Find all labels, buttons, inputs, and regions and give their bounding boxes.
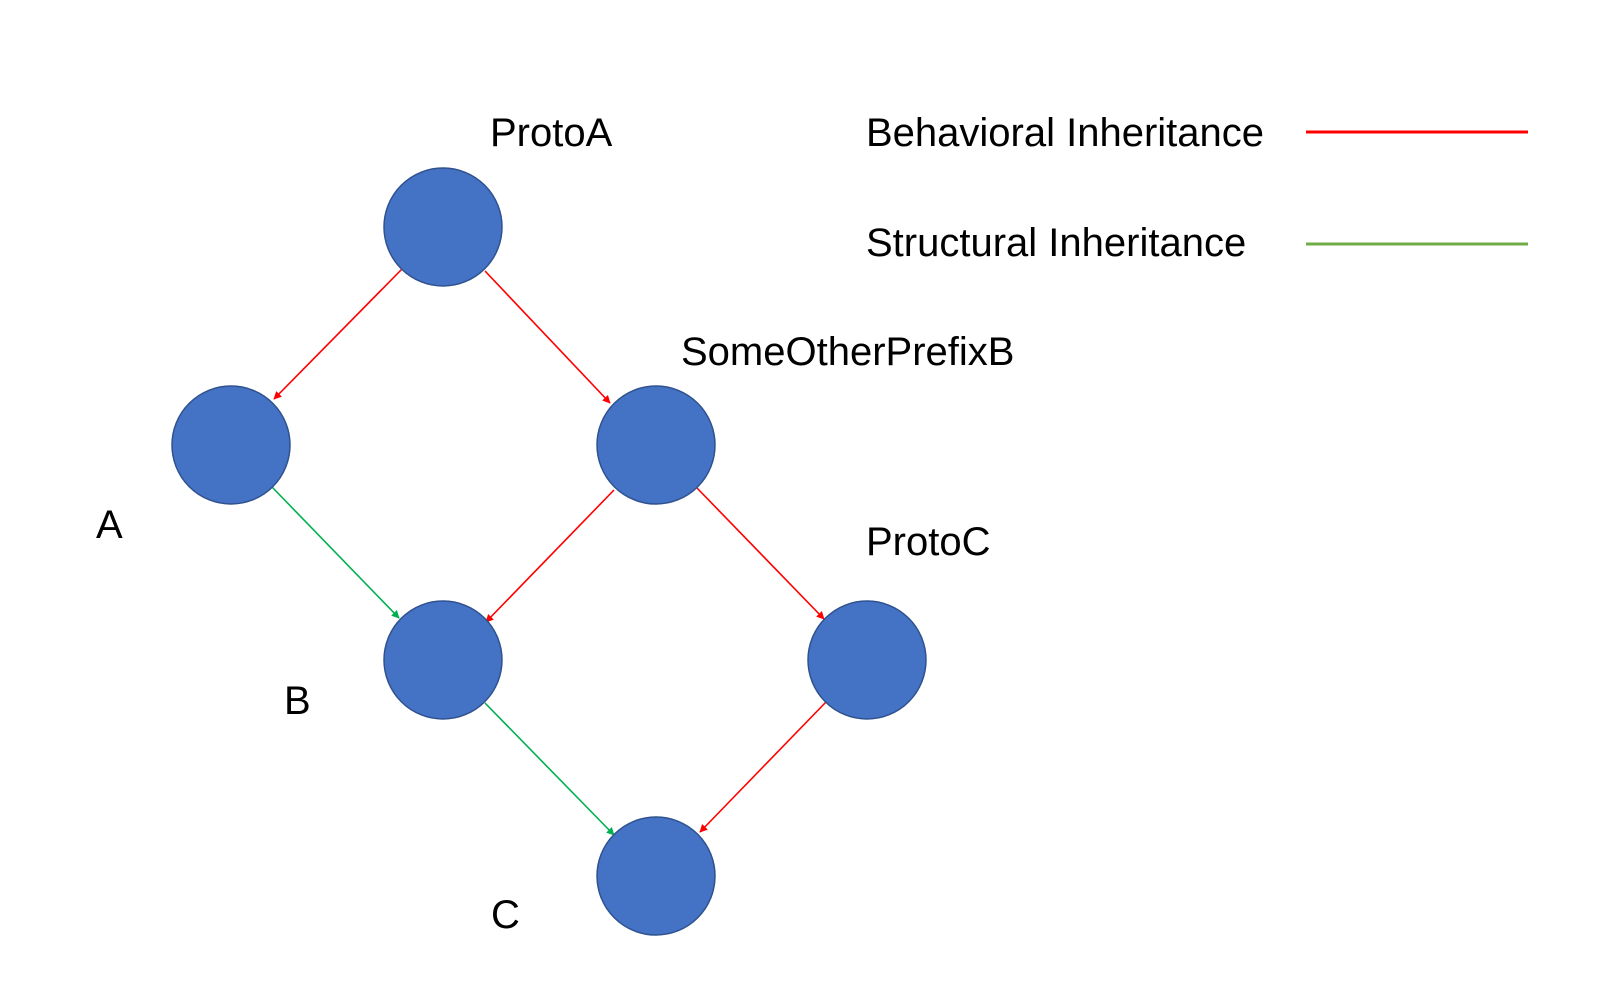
legend-structural-label: Structural Inheritance: [866, 221, 1246, 265]
node-a[interactable]: [171, 385, 291, 505]
label-a: A: [96, 503, 123, 547]
label-proto-a: ProtoA: [490, 111, 613, 155]
nodes: [171, 167, 927, 936]
node-b[interactable]: [383, 600, 503, 720]
label-b: B: [284, 679, 311, 723]
legend: Behavioral Inheritance Structural Inheri…: [866, 111, 1528, 265]
edge-someotherprefixb-to-protoc: [696, 487, 825, 620]
edge-a-to-b: [271, 486, 400, 619]
legend-behavioral-label: Behavioral Inheritance: [866, 111, 1264, 155]
node-labels: ProtoA SomeOtherPrefixB A ProtoC B C: [96, 111, 1014, 937]
edge-b-to-c: [484, 702, 615, 836]
edge-someotherprefixb-to-b: [485, 489, 615, 623]
edge-protoc-to-c: [699, 701, 827, 833]
node-some-other-prefix-b[interactable]: [596, 385, 716, 505]
node-proto-c[interactable]: [807, 600, 927, 720]
node-c[interactable]: [596, 816, 716, 936]
edge-protoa-to-a: [273, 268, 403, 400]
edge-protoa-to-someotherprefixb: [484, 270, 611, 404]
label-some-other-prefix-b: SomeOtherPrefixB: [681, 330, 1014, 374]
label-c: C: [491, 893, 520, 937]
label-proto-c: ProtoC: [866, 520, 991, 564]
node-proto-a[interactable]: [383, 167, 503, 287]
edges: [271, 268, 827, 836]
